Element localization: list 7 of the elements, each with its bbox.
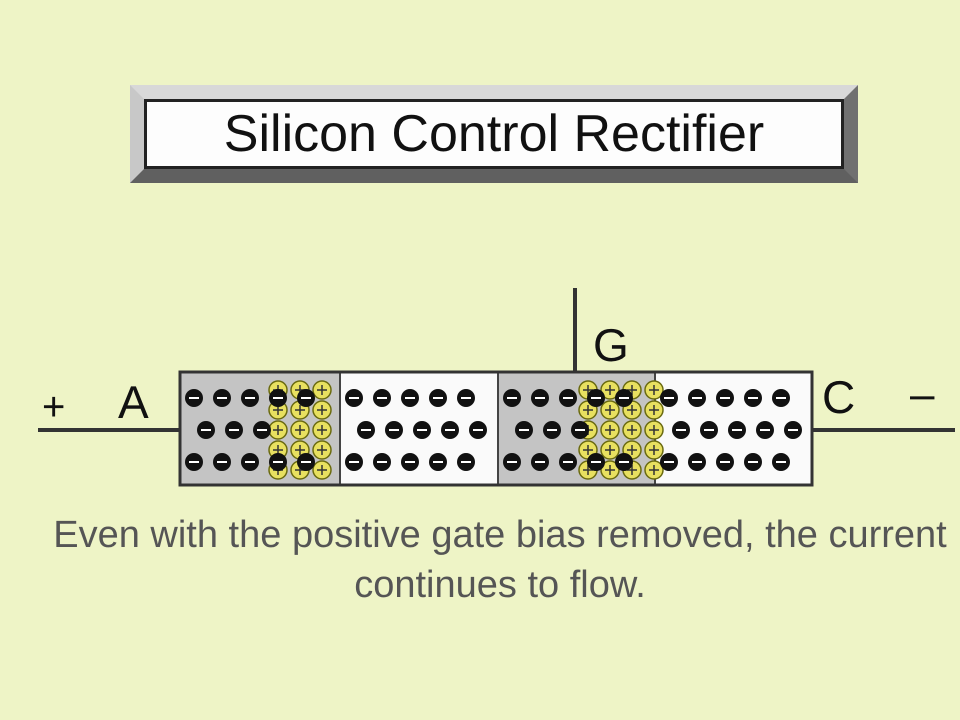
title-banner: Silicon Control Rectifier — [130, 85, 858, 183]
plus-sign: + — [42, 385, 66, 430]
terminal-label: G — [593, 318, 629, 372]
terminal-label: A — [118, 375, 149, 429]
terminal-label: C — [822, 370, 856, 424]
minus-sign: – — [910, 370, 934, 420]
caption-text: Even with the positive gate bias removed, the current continues to flow. — [52, 513, 948, 608]
